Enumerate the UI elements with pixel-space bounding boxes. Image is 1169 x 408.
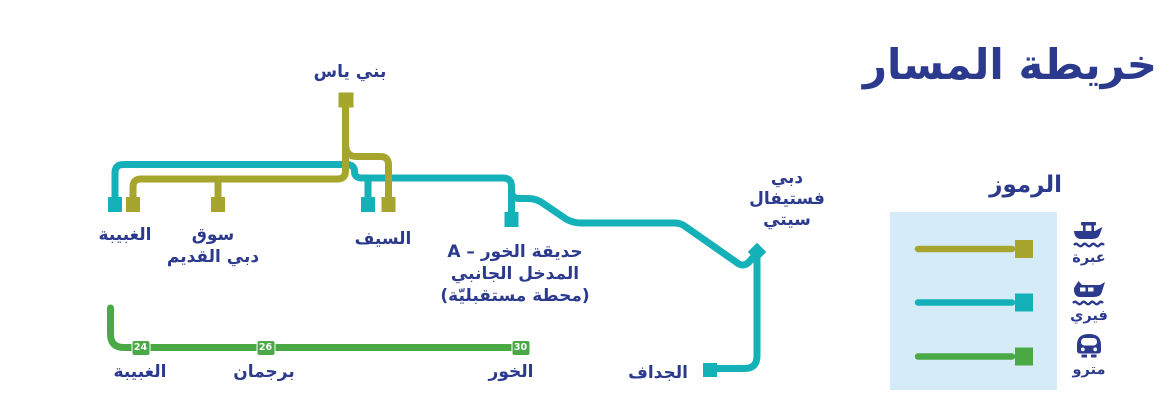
station-label-line: المدخل الجانبي	[450, 264, 580, 284]
station-label-line: فستيفال	[749, 189, 825, 209]
metro-station-badge-26: 26	[257, 341, 274, 355]
metro-station-badge-24: 24	[132, 341, 149, 355]
station-marker-festival-city	[747, 242, 767, 262]
legend-item-label: فيري	[1070, 308, 1108, 324]
station-marker-ghubaiba-ferry	[108, 197, 122, 212]
station-label-creek-park: حديقة الخور – A المدخل الجانبي (محطة مست…	[440, 241, 589, 307]
station-label-jaddaf: الجداف	[628, 363, 688, 383]
station-label-festival-city: دبي فستيفال سيتي	[749, 168, 825, 231]
ferry-line	[111, 161, 761, 372]
station-label-line: سوق	[191, 225, 235, 245]
abra-line	[129, 103, 392, 209]
station-label-line: حديقة الخور – A	[447, 242, 583, 262]
station-marker-seef-abra	[381, 197, 396, 212]
station-marker-seef-ferry	[361, 197, 375, 212]
legend-item-label: مترو	[1072, 362, 1106, 378]
metro-station-label-burjuman: برجمان	[233, 362, 295, 382]
ferry-boat-icon	[1072, 281, 1105, 306]
metro-station-label-ghubaiba: الغبيبة	[113, 362, 167, 382]
station-markers	[108, 92, 767, 377]
metro-train-icon	[1077, 334, 1101, 358]
station-marker-baniyas	[338, 92, 354, 108]
page-title: خريطة المسار	[862, 40, 1157, 89]
station-label-ghubaiba: الغبيبة	[98, 225, 152, 245]
station-label-line: دبي القديم	[166, 247, 260, 267]
station-marker-creek-park	[504, 212, 519, 227]
legend-item-metro: مترو	[1069, 334, 1109, 378]
legend-item-label: عبرة	[1072, 250, 1106, 266]
station-marker-jaddaf	[703, 363, 717, 377]
station-label-line: سيتي	[763, 210, 811, 230]
station-label-line: دبي	[770, 168, 804, 188]
metro-station-label-khor: الخور	[488, 362, 534, 382]
metro-line	[107, 304, 525, 351]
metro-station-badge-30: 30	[512, 341, 529, 355]
station-label-old-souq: سوق دبي القديم	[167, 224, 259, 268]
legend-item-ferry: فيري	[1069, 280, 1109, 324]
station-label-seef: السيف	[354, 229, 412, 249]
station-marker-ghubaiba-abra	[126, 197, 140, 212]
legend-title: الرموز	[989, 172, 1062, 198]
station-label-baniyas: بني ياس	[313, 62, 387, 82]
legend-lines	[914, 240, 1033, 366]
station-label-line: (محطة مستقبليّة)	[440, 286, 590, 306]
legend-item-abra: عبرة	[1069, 222, 1109, 266]
station-marker-old-souq	[211, 197, 225, 212]
abra-boat-icon	[1073, 222, 1105, 248]
